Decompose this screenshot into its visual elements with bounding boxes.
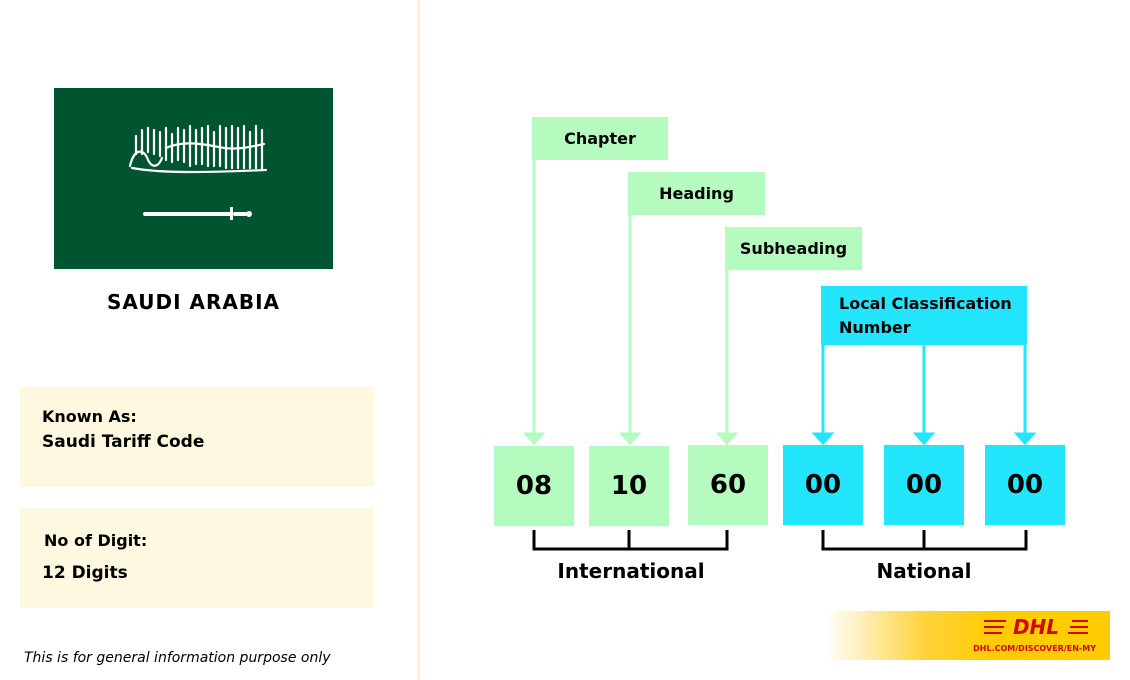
- subheading-label: Subheading: [725, 227, 862, 270]
- vertical-divider: [417, 0, 420, 680]
- local-classification-label: Local Classification Number: [821, 286, 1027, 345]
- dhl-logo-text: DHL: [1013, 616, 1059, 638]
- digit-box-national-2: 00: [884, 445, 964, 525]
- digit-box-subheading: 60: [688, 445, 768, 525]
- heading-label: Heading: [628, 172, 765, 215]
- national-group-label: National: [876, 559, 972, 583]
- dhl-url: DHL.COM/DISCOVER/EN-MY: [973, 644, 1096, 653]
- digit-box-national-3: 00: [985, 445, 1065, 525]
- chapter-label: Chapter: [532, 117, 668, 160]
- saudi-flag-emblem: [128, 124, 268, 220]
- country-name: SAUDI ARABIA: [106, 290, 281, 314]
- local-classification-line1: Local Classification: [839, 294, 1012, 313]
- local-classification-line2: Number: [839, 318, 911, 337]
- digit-box-national-1: 00: [783, 445, 863, 525]
- digit-count-label: No of Digit:: [44, 531, 148, 550]
- disclaimer-text: This is for general information purpose …: [24, 650, 331, 666]
- dhl-logo: DHL: [984, 616, 1088, 638]
- digit-box-heading: 10: [589, 446, 669, 526]
- digit-count-panel: No of Digit: 12 Digits: [20, 508, 374, 608]
- known-as-value: Saudi Tariff Code: [42, 432, 205, 452]
- international-group-label: International: [557, 559, 705, 583]
- known-as-label: Known As:: [42, 407, 137, 426]
- saudi-flag-image: [54, 88, 333, 269]
- dhl-banner: DHL DHL.COM/DISCOVER/EN-MY: [826, 611, 1110, 660]
- digit-box-chapter: 08: [494, 446, 574, 526]
- known-as-panel: Known As: Saudi Tariff Code: [20, 387, 374, 487]
- digit-count-value: 12 Digits: [42, 563, 128, 583]
